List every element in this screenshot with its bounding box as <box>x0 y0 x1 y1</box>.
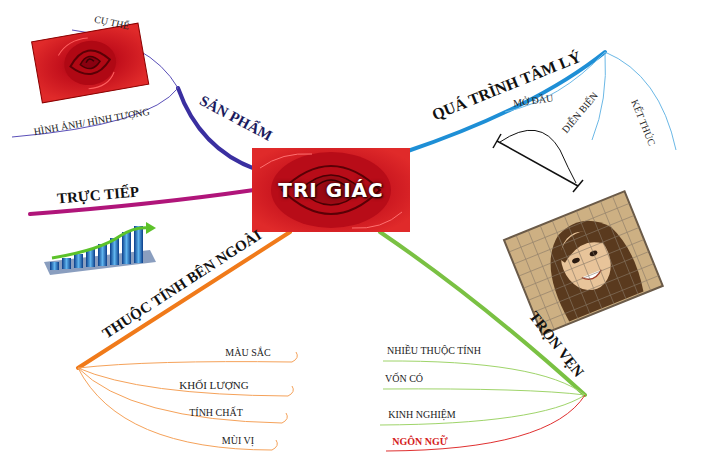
topic-title: TRI GIÁC <box>278 178 383 202</box>
leaf-line <box>78 368 287 423</box>
central-topic-box: TRI GIÁC <box>252 148 410 232</box>
leaf-line <box>386 395 585 451</box>
leaf-label: KINH NGHIỆM <box>388 409 456 420</box>
leaf-label: KHỐI LƯỢNG <box>179 379 248 391</box>
leaf-label: MỞ ĐẦU <box>512 92 553 108</box>
leaf-line <box>383 361 585 395</box>
leaf-line <box>605 52 676 150</box>
leaf-label: KẾT THÚC <box>629 97 657 146</box>
leaf-line <box>12 88 178 137</box>
leaf-line <box>380 395 585 425</box>
rose-photo <box>32 23 149 103</box>
leaf-line <box>78 368 277 450</box>
leaf-label: MÀU SẮC <box>225 347 270 358</box>
branch-line <box>78 232 290 368</box>
branch-label: SẢN PHẨM <box>197 92 275 144</box>
branch-label: TRỰC TIẾP <box>56 183 139 207</box>
leaf-line <box>383 389 585 395</box>
leaf-label: MÙI VỊ <box>222 435 254 446</box>
leaf-label: DIỄN BIẾN <box>560 89 600 134</box>
leaf-label: NGÔN NGỮ <box>392 436 447 447</box>
leaf-label: CỤ THỂ <box>93 13 130 31</box>
branch-label: THUỘC TÍNH BÊN NGOÀI <box>99 226 264 341</box>
process-sketch <box>493 130 583 192</box>
leaf-label: HÌNH ẢNH/ HÌNH TƯỢNG <box>33 105 150 136</box>
branch-label: TRỌN VẸN <box>525 308 586 380</box>
branch-label: QUÁ TRÌNH TÂM LÝ <box>429 48 583 124</box>
leaf-label: NHIỀU THUỘC TÍNH <box>387 345 481 356</box>
mosaic-portrait <box>504 191 663 334</box>
leaf-label: VỐN CÓ <box>385 373 423 384</box>
bar-chart-icon <box>44 222 156 275</box>
leaf-label: TÍNH CHẤT <box>189 407 243 418</box>
leaf-line <box>78 368 293 396</box>
